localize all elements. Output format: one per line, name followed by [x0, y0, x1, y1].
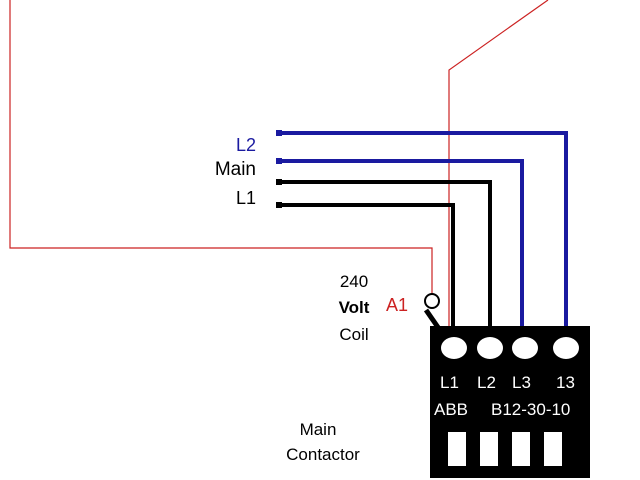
- wire-end-l2: [276, 130, 282, 136]
- wire-main: [278, 180, 492, 344]
- coil-terminal-a1: [424, 293, 440, 309]
- label-l1: L1: [235, 188, 256, 208]
- coil-link: [423, 308, 447, 338]
- coil-voltage: 240: [339, 272, 369, 291]
- contactor-slot-4: [544, 432, 562, 466]
- coil-unit: Volt: [338, 298, 370, 317]
- wire-end-main: [276, 179, 282, 185]
- red-wire-diagonal: [448, 0, 549, 338]
- coil-word: Coil: [339, 325, 369, 344]
- contactor-terminal-label-l2: L2: [477, 373, 496, 392]
- terminal-l3-screw: [512, 337, 538, 359]
- contactor-model: B12-30-10: [491, 400, 571, 419]
- contactor-slot-1: [448, 432, 466, 466]
- wire-end-l1: [276, 202, 282, 208]
- wire-l2: [278, 131, 568, 344]
- contactor-terminal-label-l3: L3: [512, 373, 531, 392]
- contactor-brand: ABB: [434, 400, 469, 419]
- terminal-l1-screw: [441, 337, 467, 359]
- contactor-slot-2: [480, 432, 498, 466]
- contactor-caption-line2: Contactor: [286, 445, 360, 464]
- red-wire-coil-feed: [9, 0, 433, 296]
- wire-main-blue: [278, 159, 524, 344]
- wire-l1: [278, 203, 455, 344]
- wire-end-main-blue: [276, 158, 282, 164]
- contactor-terminal-label-13: 13: [556, 373, 575, 392]
- contactor-slot-3: [512, 432, 530, 466]
- terminal-l2-screw: [477, 337, 503, 359]
- terminal-13-screw: [553, 337, 579, 359]
- contactor-caption-line1: Main: [299, 420, 337, 439]
- coil-terminal-label: A1: [386, 295, 409, 315]
- contactor-terminal-label-l1: L1: [440, 373, 459, 392]
- label-main: Main: [214, 159, 256, 180]
- label-l2: L2: [235, 135, 256, 155]
